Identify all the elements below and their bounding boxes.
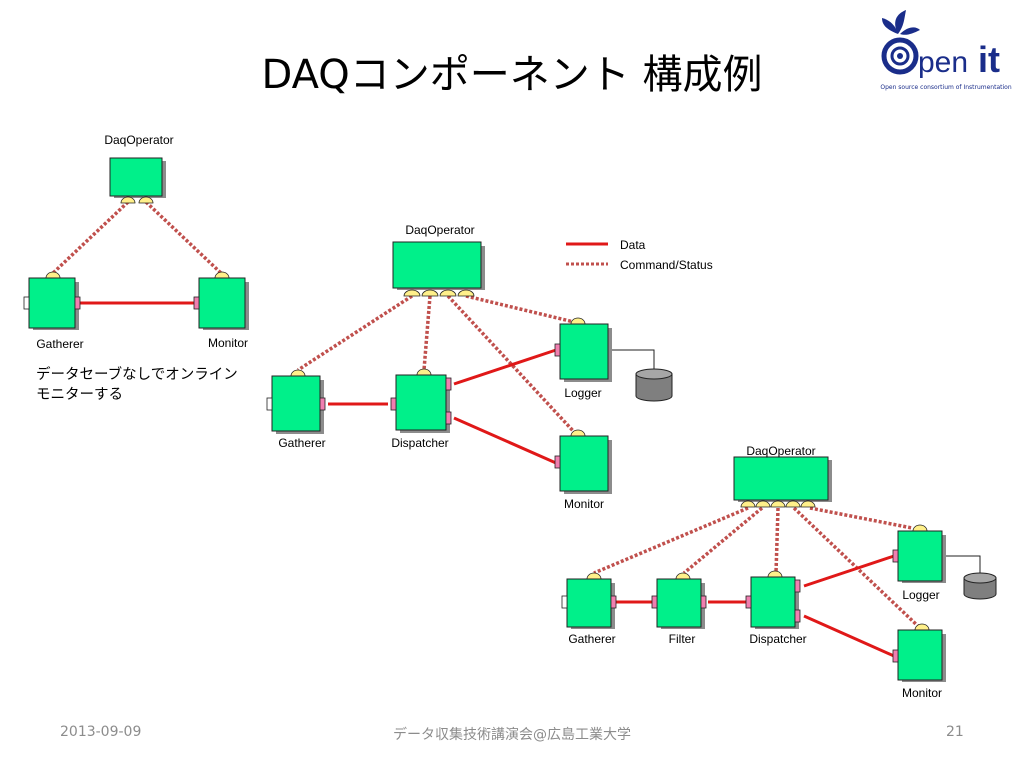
daq-operator-label: DaqOperator bbox=[104, 133, 173, 147]
legend: Data Command/Status bbox=[566, 238, 713, 272]
command-line bbox=[297, 294, 413, 372]
storage-icon bbox=[963, 572, 997, 600]
online-monitor-note: データセーブなしでオンライン モニターする bbox=[36, 367, 238, 403]
command-line bbox=[774, 507, 780, 574]
legend-data-label: Data bbox=[620, 238, 646, 252]
dispatcher-component[interactable] bbox=[745, 570, 801, 629]
daq-operator-component[interactable] bbox=[392, 241, 485, 297]
footer-event: データ収集技術講演会@広島工業大学 bbox=[393, 727, 631, 743]
command-line bbox=[144, 200, 224, 276]
gatherer-component[interactable] bbox=[561, 572, 617, 629]
openit-logo: pen it Open source consortium of Instrum… bbox=[874, 4, 1018, 96]
command-line bbox=[809, 506, 913, 530]
footer-page-number: 21 bbox=[946, 724, 964, 740]
logger-component[interactable] bbox=[892, 524, 946, 583]
gatherer-component[interactable] bbox=[23, 271, 81, 330]
daq-operator-component[interactable] bbox=[733, 456, 832, 508]
footer-date: 2013-09-09 bbox=[60, 724, 142, 740]
monitor-label: Monitor bbox=[564, 497, 604, 511]
logo-tagline: Open source consortium of Instrumentatio… bbox=[880, 84, 1012, 91]
monitor-label: Monitor bbox=[902, 686, 942, 700]
command-line bbox=[682, 506, 764, 575]
command-line bbox=[50, 200, 130, 276]
legend-command-label: Command/Status bbox=[620, 258, 713, 272]
diagram-3: DaqOperator Gatherer Filter bbox=[561, 444, 997, 700]
storage-icon bbox=[635, 368, 673, 402]
diagram-2: DaqOperator Gatherer Dispatcher Log bbox=[266, 223, 673, 511]
command-line bbox=[465, 294, 575, 324]
storage-connector bbox=[612, 349, 655, 370]
gatherer-component[interactable] bbox=[266, 369, 326, 434]
filter-component[interactable] bbox=[651, 572, 707, 629]
daq-operator-label: DaqOperator bbox=[746, 444, 815, 458]
gatherer-label: Gatherer bbox=[278, 436, 325, 450]
data-line bbox=[803, 554, 895, 588]
gatherer-label: Gatherer bbox=[36, 337, 83, 351]
data-line bbox=[453, 348, 557, 386]
svg-text:pen: pen bbox=[918, 46, 968, 79]
dispatcher-label: Dispatcher bbox=[749, 632, 806, 646]
logger-component[interactable] bbox=[554, 317, 612, 382]
monitor-component[interactable] bbox=[554, 429, 612, 494]
daq-operator-component[interactable] bbox=[109, 157, 166, 204]
dispatcher-label: Dispatcher bbox=[391, 436, 448, 450]
filter-label: Filter bbox=[669, 632, 696, 646]
logger-label: Logger bbox=[564, 386, 601, 400]
diagram-1: DaqOperator Gatherer Monitor bbox=[23, 133, 249, 351]
gatherer-label: Gatherer bbox=[568, 632, 615, 646]
monitor-label: Monitor bbox=[208, 336, 248, 350]
openit-logo-graphic: pen it bbox=[881, 10, 1000, 80]
logger-label: Logger bbox=[902, 588, 939, 602]
command-line bbox=[593, 506, 749, 575]
monitor-component[interactable] bbox=[892, 623, 946, 682]
command-line bbox=[446, 294, 578, 436]
data-line bbox=[453, 416, 557, 465]
data-line bbox=[803, 614, 895, 658]
storage-connector bbox=[946, 555, 981, 576]
monitor-component[interactable] bbox=[193, 271, 249, 330]
command-line bbox=[422, 295, 432, 371]
svg-text:it: it bbox=[978, 39, 1000, 80]
daq-operator-label: DaqOperator bbox=[405, 223, 474, 237]
dispatcher-component[interactable] bbox=[390, 368, 452, 433]
slide-title: DAQコンポーネント 構成例 bbox=[261, 52, 763, 98]
